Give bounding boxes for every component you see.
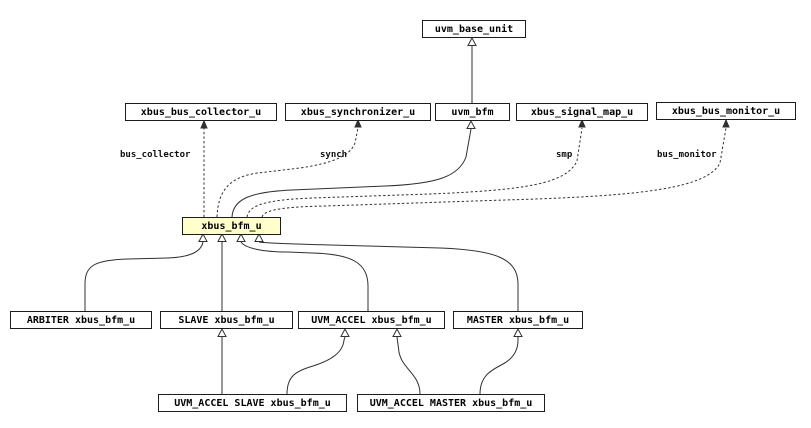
node-uvm-base-unit[interactable]: uvm_base_unit: [422, 20, 526, 38]
inheritance-arrowhead: [236, 232, 246, 242]
node-slave-xbus-bfm-u[interactable]: SLAVE xbus_bfm_u: [160, 311, 293, 329]
edge-label-bus-monitor: bus_monitor: [657, 150, 717, 160]
node-arbiter-xbus-bfm-u[interactable]: ARBITER xbus_bfm_u: [10, 311, 152, 329]
edge-uvm-accel-to-xbus-bfm-u: [236, 232, 369, 311]
edge-uvm-accel-slave-to-slave: [217, 327, 227, 394]
edge-uvm-accel-master-to-master: [479, 327, 523, 395]
inheritance-arrowhead: [467, 36, 477, 46]
inheritance-arrowhead: [198, 232, 208, 242]
edge-uvm-accel-master-to-uvm-accel: [392, 327, 421, 395]
node-xbus-bus-monitor-u[interactable]: xbus_bus_monitor_u: [656, 102, 796, 120]
node-uvm-accel-slave-xbus-bfm-u[interactable]: UVM_ACCEL SLAVE xbus_bfm_u: [158, 394, 347, 412]
edge-label-bus-collector: bus_collector: [120, 150, 191, 160]
edge-uvm-bfm-to-uvm-base-unit: [467, 36, 477, 103]
usage-arrowhead: [354, 118, 362, 128]
node-uvm-bfm[interactable]: uvm_bfm: [435, 103, 510, 121]
node-uvm-accel-xbus-bfm-u[interactable]: UVM_ACCEL xbus_bfm_u: [298, 311, 445, 329]
edge-xbus-bfm-u-to-bus-collector: [200, 119, 208, 217]
inheritance-arrowhead: [466, 119, 476, 129]
node-uvm-accel-master-xbus-bfm-u[interactable]: UVM_ACCEL MASTER xbus_bfm_u: [357, 394, 545, 412]
edge-xbus-bfm-u-to-bus-monitor: [261, 118, 730, 218]
node-xbus-synchronizer-u[interactable]: xbus_synchronizer_u: [285, 103, 431, 121]
edge-master-to-xbus-bfm-u: [254, 232, 519, 311]
inheritance-arrowhead: [217, 232, 227, 242]
inheritance-arrowhead: [392, 327, 402, 337]
node-xbus-signal-map-u[interactable]: xbus_signal_map_u: [516, 103, 648, 121]
node-xbus-bus-collector-u[interactable]: xbus_bus_collector_u: [125, 103, 277, 121]
inheritance-arrowhead: [254, 232, 264, 242]
edge-slave-to-xbus-bfm-u: [217, 232, 227, 311]
edge-uvm-accel-slave-to-uvm-accel: [286, 327, 350, 395]
usage-arrowhead: [722, 118, 730, 128]
usage-arrowhead: [200, 119, 208, 129]
inheritance-arrowhead: [513, 327, 523, 337]
inheritance-arrowhead: [217, 327, 227, 337]
edge-label-synch: synch: [320, 150, 348, 160]
edge-xbus-bfm-u-to-signal-map: [246, 118, 586, 218]
inheritance-arrowhead: [340, 327, 350, 337]
edge-arbiter-to-xbus-bfm-u: [84, 232, 208, 311]
node-master-xbus-bfm-u[interactable]: MASTER xbus_bfm_u: [453, 311, 583, 329]
usage-arrowhead: [578, 118, 586, 128]
edge-xbus-bfm-u-to-synchronizer: [216, 118, 362, 218]
edge-label-smp: smp: [556, 150, 573, 160]
edge-xbus-bfm-u-to-uvm-bfm: [231, 119, 476, 218]
node-xbus-bfm-u[interactable]: xbus_bfm_u: [182, 217, 281, 235]
